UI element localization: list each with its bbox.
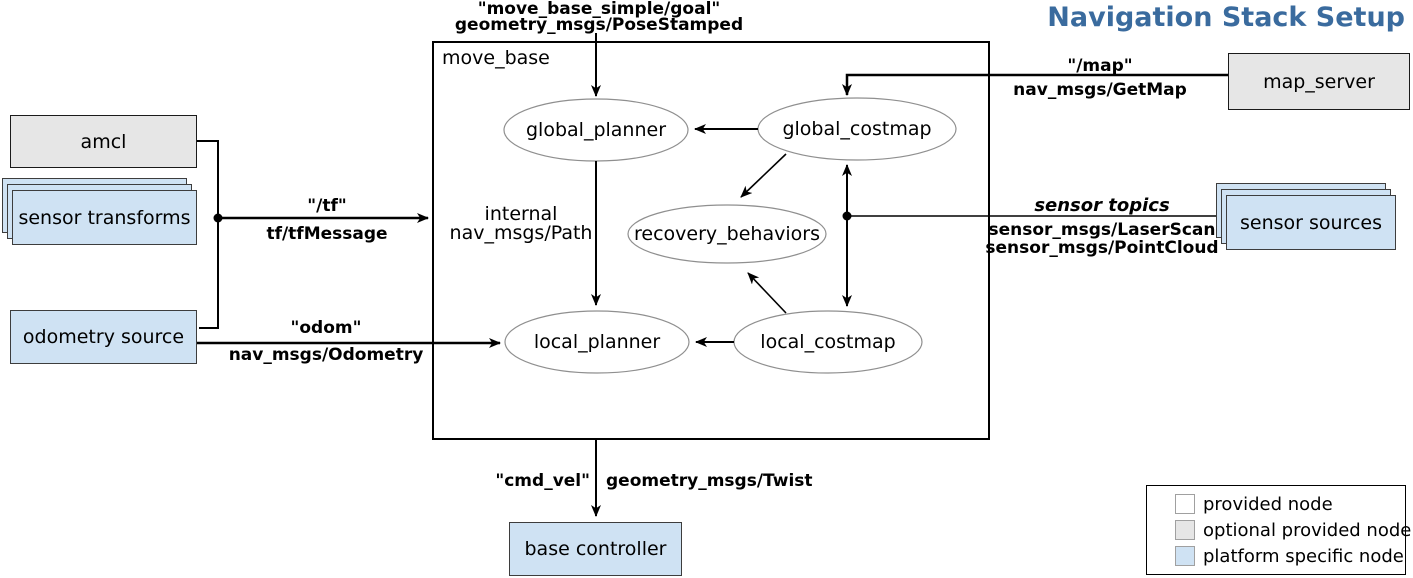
sensor-topics-label: sensor topics — [1034, 195, 1170, 216]
node-global-costmap-label: global_costmap — [782, 118, 932, 140]
sensor-msg-type-pointcloud: sensor_msgs/PointCloud — [985, 238, 1219, 258]
legend-item-provided: provided node — [1175, 494, 1405, 515]
legend-item-platform: platform specific node — [1175, 546, 1405, 567]
legend-label-platform: platform specific node — [1203, 545, 1404, 567]
node-local-costmap-label: local_costmap — [760, 331, 896, 353]
node-map-server-label: map_server — [1263, 70, 1375, 93]
node-sensor-sources-label: sensor sources — [1240, 211, 1382, 234]
odom-msg-type: nav_msgs/Odometry — [228, 345, 424, 365]
sensor-msg-type-laserscan: sensor_msgs/LaserScan — [988, 220, 1216, 240]
node-sensor-transforms-label: sensor transforms — [18, 206, 191, 229]
node-sensor-sources: sensor sources — [1226, 195, 1396, 250]
optional-node-swatch — [1175, 520, 1195, 540]
tf-topic: "/tf" — [307, 196, 347, 216]
internal-path-label: internal nav_msgs/Path — [450, 205, 593, 243]
node-map-server: map_server — [1228, 53, 1410, 110]
legend-label-optional: optional provided node — [1203, 519, 1412, 541]
node-base-controller-label: base controller — [524, 538, 667, 560]
node-recovery-behaviors-label: recovery_behaviors — [634, 223, 820, 245]
goal-topic: "move_base_simple/goal" — [477, 0, 721, 19]
provided-node-swatch — [1175, 494, 1195, 514]
legend-item-optional: optional provided node — [1175, 520, 1411, 541]
internal-label-line2: nav_msgs/Path — [449, 222, 593, 244]
edge-amcl-connector — [197, 140, 219, 214]
map-topic: "/map" — [1067, 56, 1133, 76]
node-amcl: amcl — [10, 115, 197, 168]
page-title: Navigation Stack Setup — [1047, 2, 1405, 33]
node-amcl-label: amcl — [80, 130, 127, 153]
legend-label-provided: provided node — [1203, 493, 1333, 515]
node-odometry-source-label: odometry source — [22, 326, 185, 348]
tf-msg-type: tf/tfMessage — [266, 224, 388, 244]
legend: provided node optional provided node pla… — [1146, 485, 1411, 575]
map-msg-type: nav_msgs/GetMap — [1013, 80, 1187, 100]
node-odometry-source: odometry source — [10, 310, 197, 364]
edge-odom-connector — [199, 218, 219, 329]
node-sensor-transforms: sensor transforms — [12, 190, 197, 245]
move-base-label: move_base — [442, 47, 550, 69]
platform-node-swatch — [1175, 546, 1195, 566]
node-base-controller: base controller — [509, 522, 682, 576]
internal-label-line1: internal — [484, 203, 558, 225]
cmdvel-topic: "cmd_vel" — [495, 471, 590, 491]
cmdvel-msg-type: geometry_msgs/Twist — [606, 471, 813, 491]
goal-edge-label: "move_base_simple/goal" geometry_msgs/Po… — [454, 0, 744, 35]
node-local-planner-label: local_planner — [533, 331, 661, 353]
odom-topic: "odom" — [290, 318, 362, 338]
node-global-planner-label: global_planner — [525, 119, 667, 141]
move-base-container-box: move_base — [432, 41, 990, 440]
goal-msg-type: geometry_msgs/PoseStamped — [454, 15, 744, 35]
tf-junction-dot — [213, 213, 223, 223]
